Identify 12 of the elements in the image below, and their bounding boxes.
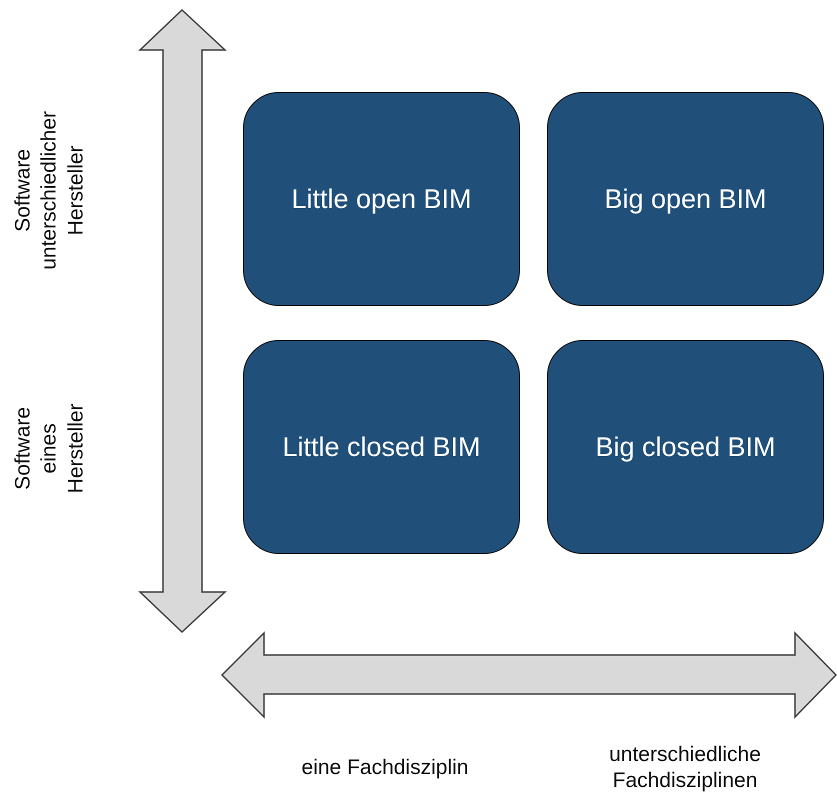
- axis-label: eine Fachdisziplin: [300, 755, 470, 781]
- quadrant-box: [547, 340, 824, 554]
- axis-label: Software eines Hersteller: [10, 402, 88, 495]
- quadrant-label: Big closed BIM: [595, 432, 776, 462]
- quadrant-label: Little open BIM: [291, 184, 472, 214]
- quadrant-box: [243, 340, 520, 554]
- quadrant-box: [243, 92, 520, 306]
- quadrant-label: Big open BIM: [604, 184, 767, 214]
- quadrant-box: [547, 92, 824, 306]
- axis-label: Software unterschiedlicher Hersteller: [10, 110, 88, 272]
- quadrant-label: Little closed BIM: [282, 432, 481, 462]
- axis-label: unterschiedliche Fachdisziplinen: [608, 742, 762, 794]
